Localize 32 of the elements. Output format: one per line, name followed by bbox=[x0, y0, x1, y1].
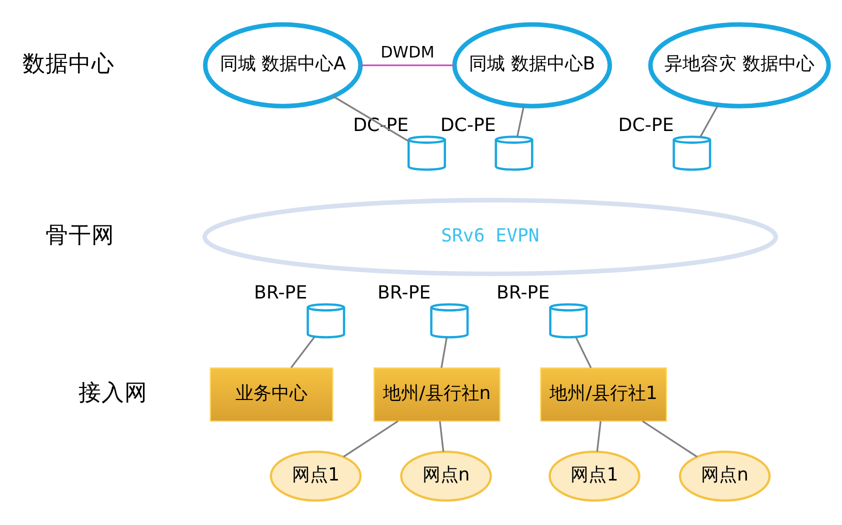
label: 接入网 bbox=[78, 380, 148, 406]
label: 数据中心 bbox=[22, 50, 115, 77]
connector bbox=[642, 420, 698, 458]
node-label: BR-PE bbox=[496, 282, 550, 304]
node-label: DC-PE bbox=[353, 114, 409, 136]
connector bbox=[343, 420, 398, 458]
connector bbox=[439, 421, 444, 452]
connector bbox=[440, 337, 448, 368]
connector bbox=[290, 336, 316, 368]
node-box: 业务中心 bbox=[210, 367, 334, 422]
connector bbox=[700, 104, 719, 138]
label: 骨干网 bbox=[46, 222, 115, 249]
node-ellipse: 网点1 bbox=[548, 450, 640, 502]
connector bbox=[596, 421, 602, 452]
node-ellipse: 异地容灾 数据中心 bbox=[648, 22, 831, 108]
node-ellipse: 网点n bbox=[678, 450, 771, 502]
node-box: 地州/县行社1 bbox=[540, 367, 667, 422]
edge-label: DWDM bbox=[380, 42, 434, 62]
node-label: DC-PE bbox=[440, 114, 496, 136]
node-ellipse: 网点1 bbox=[270, 450, 362, 502]
connector bbox=[332, 96, 409, 142]
node-ellipse: 同城 数据中心B bbox=[452, 22, 612, 108]
node-label: BR-PE bbox=[254, 282, 308, 304]
connector bbox=[575, 337, 592, 368]
connector bbox=[516, 106, 525, 137]
node-label: DC-PE bbox=[618, 114, 674, 136]
node-box: 地州/县行社n bbox=[374, 367, 500, 422]
node-ellipse: 网点n bbox=[400, 450, 492, 502]
node-ellipse: SRv6 EVPN bbox=[202, 198, 778, 276]
node-label: BR-PE bbox=[377, 282, 431, 304]
node-ellipse: 同城 数据中心A bbox=[202, 22, 363, 108]
connector bbox=[360, 64, 454, 66]
